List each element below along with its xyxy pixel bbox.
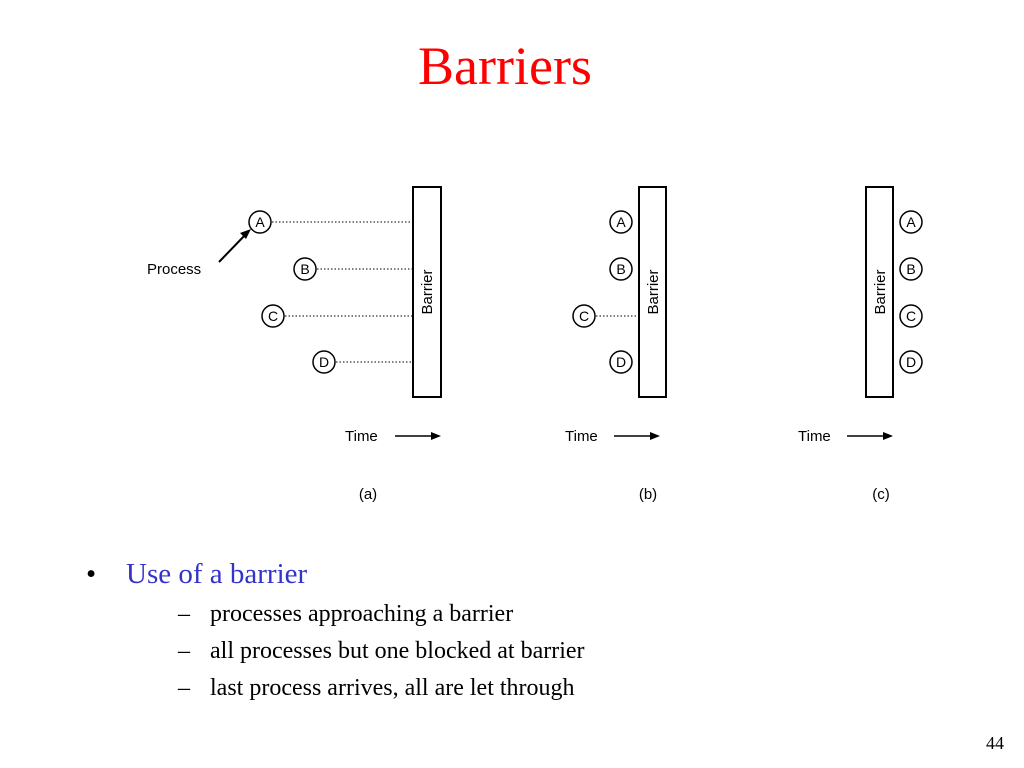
sub-bullet: –all processes but one blocked at barrie…	[178, 638, 585, 664]
process-node: C	[261, 304, 285, 328]
bullet-main-text: Use of a barrier	[126, 558, 308, 590]
barrier-box	[638, 186, 667, 398]
process-node: A	[609, 210, 633, 234]
process-node-label: C	[268, 308, 278, 324]
time-arrowhead	[431, 432, 441, 440]
process-node-label: A	[906, 214, 916, 230]
panel-caption: (b)	[639, 486, 657, 503]
panel-caption: (a)	[359, 486, 377, 503]
process-node: C	[572, 304, 596, 328]
sub-bullet-text: last process arrives, all are let throug…	[210, 675, 575, 701]
process-label: Process	[147, 261, 201, 278]
process-node-label: D	[906, 354, 916, 370]
panel-c: Barrier A B C D Time (c)	[798, 186, 923, 503]
slide-title: Barriers	[418, 36, 592, 96]
process-node-label: D	[319, 354, 329, 370]
process-node: B	[899, 257, 923, 281]
process-node-label: B	[300, 261, 309, 277]
process-node: D	[609, 350, 633, 374]
barrier-box	[865, 186, 894, 398]
process-node: D	[312, 350, 336, 374]
panel-b: A B C D Barrier Time (b)	[565, 186, 667, 503]
process-node: D	[899, 350, 923, 374]
barrier-box	[412, 186, 442, 398]
process-node-label: C	[579, 308, 589, 324]
process-node-label: A	[616, 214, 626, 230]
process-node: A	[248, 210, 272, 234]
sub-bullet-list: –processes approaching a barrier –all pr…	[126, 596, 585, 707]
barrier-label: Barrier	[645, 269, 662, 314]
process-node: A	[899, 210, 923, 234]
page-number: 44	[986, 733, 1004, 753]
panel-a: A B C D Barrier Time (a)	[248, 186, 442, 503]
bullet-dot: •	[86, 558, 97, 590]
time-arrowhead	[650, 432, 660, 440]
process-node-label: C	[906, 308, 916, 324]
time-label: Time	[565, 428, 598, 445]
process-node: B	[293, 257, 317, 281]
barrier-label: Barrier	[419, 269, 436, 314]
time-label: Time	[798, 428, 831, 445]
time-arrowhead	[883, 432, 893, 440]
sub-bullet: –processes approaching a barrier	[178, 601, 514, 627]
process-pointer-arrow	[218, 232, 248, 263]
process-node-label: A	[255, 214, 265, 230]
process-node: B	[609, 257, 633, 281]
process-node-label: B	[616, 261, 625, 277]
sub-bullet: –last process arrives, all are let throu…	[178, 675, 575, 701]
sub-bullet-text: all processes but one blocked at barrier	[210, 638, 585, 664]
bullet-main: • Use of a barrier –processes approachin…	[86, 556, 585, 707]
barrier-label: Barrier	[872, 269, 889, 314]
bullet-list: • Use of a barrier –processes approachin…	[86, 556, 585, 707]
sub-bullet-text: processes approaching a barrier	[210, 601, 514, 627]
time-label: Time	[345, 428, 378, 445]
process-pointer-arrowhead	[240, 229, 251, 239]
process-node-label: D	[616, 354, 626, 370]
panel-caption: (c)	[872, 486, 890, 503]
process-node-label: B	[906, 261, 915, 277]
process-node: C	[899, 304, 923, 328]
